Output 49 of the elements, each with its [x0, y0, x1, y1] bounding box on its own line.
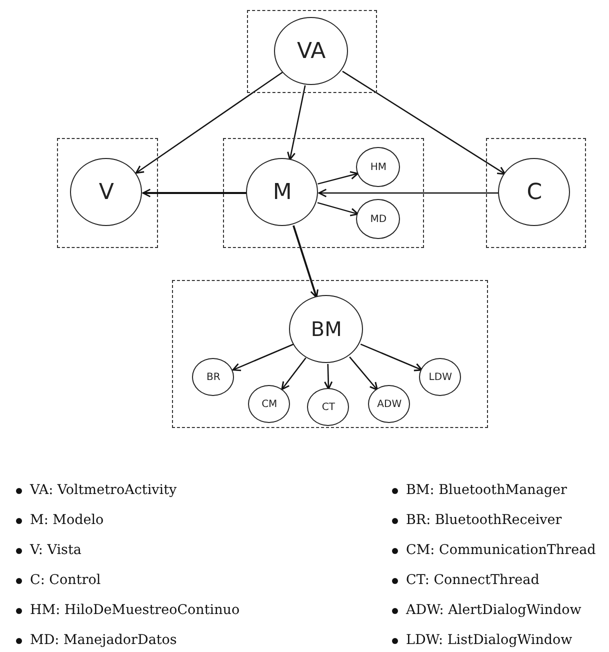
node-label: BM	[310, 317, 342, 342]
node-label: CM	[262, 398, 278, 410]
class-circle	[192, 358, 234, 396]
arrow	[318, 188, 499, 198]
arrow	[287, 85, 306, 160]
legend-entry: ADW: AlertDialogWindow	[406, 602, 582, 618]
dashed-group-box	[172, 280, 488, 428]
node-label: M	[272, 180, 292, 205]
arrow	[349, 356, 378, 391]
arrow	[142, 188, 247, 198]
legend-entry: V: Vista	[30, 542, 82, 558]
node-label: HM	[370, 162, 386, 173]
class-circle	[419, 358, 462, 396]
legend-entry: BR: BluetoothReceiver	[406, 512, 562, 528]
legend-entry: LDW: ListDialogWindow	[406, 632, 572, 648]
legend-entry: VA: VoltmetroActivity	[30, 482, 177, 498]
dashed-group-box	[486, 138, 586, 248]
node-label: V	[98, 180, 114, 205]
node-label: CT	[322, 402, 335, 413]
node-label: VA	[297, 38, 326, 64]
dashed-group-box	[223, 138, 424, 248]
arrow	[292, 225, 318, 298]
legend-entry: BM: BluetoothManager	[406, 482, 568, 498]
arrow	[281, 357, 306, 390]
legend-entry: HM: HiloDeMuestreoContinuo	[30, 602, 240, 618]
dashed-group-box	[57, 138, 158, 248]
arrow	[360, 344, 423, 372]
dashed-group-box	[247, 10, 377, 93]
arrow	[342, 70, 506, 175]
legend-entry: C: Control	[30, 572, 101, 588]
arrow	[232, 344, 294, 372]
legend-entry: M: Modelo	[30, 512, 104, 528]
class-circle	[356, 147, 400, 188]
arrow	[135, 72, 283, 174]
legend-entry: CT: ConnectThread	[406, 572, 540, 588]
class-circle	[248, 385, 290, 424]
legend-entry: CM: CommunicationThread	[406, 542, 596, 558]
arrow	[324, 364, 333, 390]
node-label: ADW	[377, 398, 402, 410]
class-circle	[368, 385, 410, 424]
legend-entry: MD: ManejadorDatos	[30, 632, 177, 648]
node-label: C	[526, 180, 542, 205]
class-circle	[307, 388, 350, 426]
class-circle	[356, 199, 400, 240]
node-label: LDW	[428, 372, 452, 383]
node-label: BR	[206, 372, 220, 383]
node-label: MD	[370, 214, 387, 225]
arrow	[318, 171, 359, 185]
arrow	[317, 202, 359, 216]
